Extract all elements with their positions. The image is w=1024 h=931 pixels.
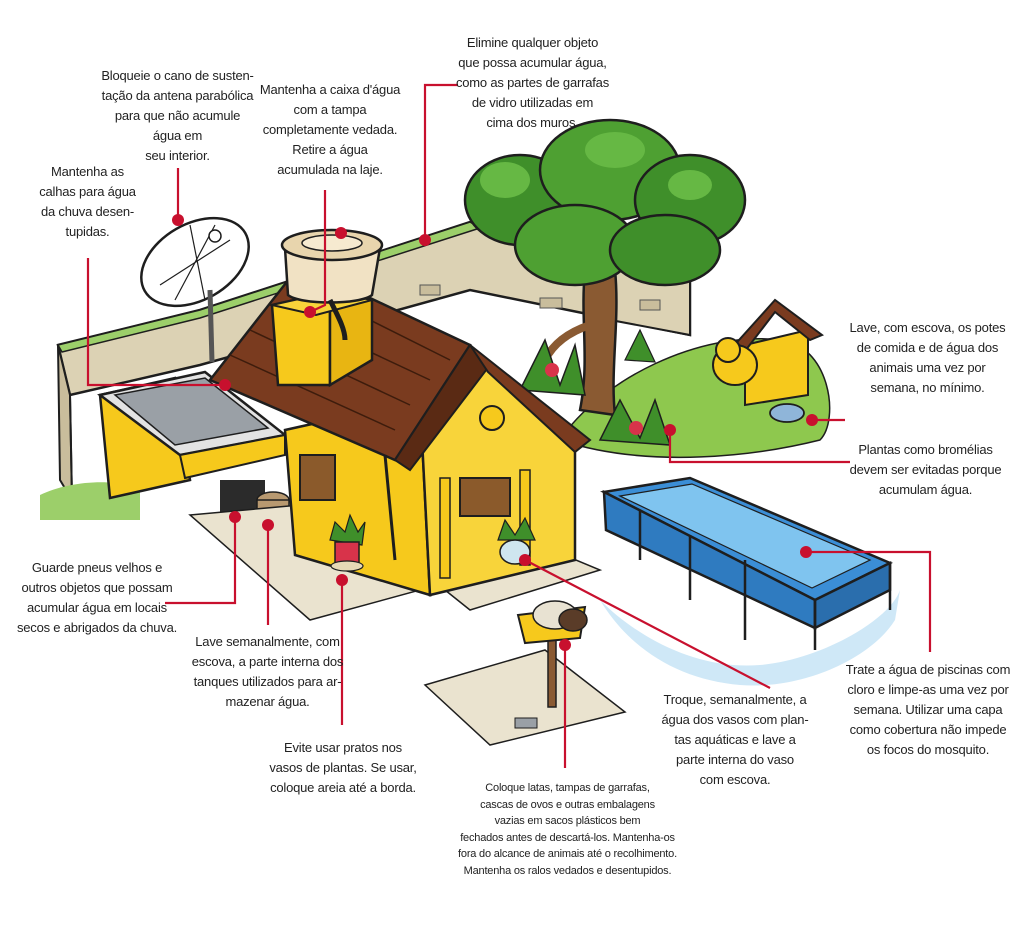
callout-dot-pet-bowls [806,414,818,426]
callout-dot-garbage [559,639,571,651]
callout-dot-water-tank-2 [304,306,316,318]
bromeliad-plants [518,328,672,446]
tree [463,118,747,417]
tip-aquatic-plants-text: Troque, semanalmente, a água dos vasos c… [661,692,809,787]
callout-dot-aquatic-plants [519,554,531,566]
tip-tires-text: Guarde pneus velhos e outros objetos que… [16,560,178,635]
callout-line-gutters [86,258,222,387]
tip-tanks-text: Lave semanalmente, com escova, a parte i… [191,634,344,709]
callout-dot-tires [229,511,241,523]
callout-line-tires [165,517,237,605]
tip-pool-text: Trate a água de piscinas com cloro e lim… [845,662,1011,757]
tip-plant-dishes-text: Evite usar pratos nos vasos de plantas. … [269,740,417,795]
tip-gutters-text: Mantenha as calhas para água da chuva de… [39,164,136,239]
callout-dot-plant-dishes [336,574,348,586]
tip-pet-bowls-text: Lave, com escova, os potes de comida e d… [849,320,1006,395]
garbage-bin [423,600,627,746]
callout-dots [172,214,818,651]
swimming-pool [600,476,900,686]
callout-dot-wall [419,234,431,246]
callout-dot-antenna [172,214,184,226]
potted-plants [329,513,536,572]
callout-line-bromeliads [668,430,850,464]
shed [97,370,290,533]
satellite-dish [140,216,250,363]
doghouse [712,298,825,423]
callout-dot-bromeliads [664,424,676,436]
callout-dot-tanks [262,519,274,531]
callout-line-aquatic-plants [524,559,771,689]
water-tank [270,228,384,388]
tip-antenna-text: Bloqueie o cano de susten- tação da ante… [101,68,254,163]
callout-dot-pool [800,546,812,558]
callout-dot-gutters [219,379,231,391]
tip-garbage-text: Coloque latas, tampas de garrafas, casca… [458,782,677,877]
callout-line-pool [808,550,932,652]
tip-bromeliads-text: Plantas como bromélias devem ser evitada… [849,442,1002,497]
callout-dot-water-tank [335,227,347,239]
tip-wall-objects-text: Elimine qualquer objeto que possa acumul… [455,35,610,130]
callout-line-wall [423,83,458,240]
tip-water-tank-text: Mantenha a caixa d'água com a tampa comp… [259,82,401,177]
